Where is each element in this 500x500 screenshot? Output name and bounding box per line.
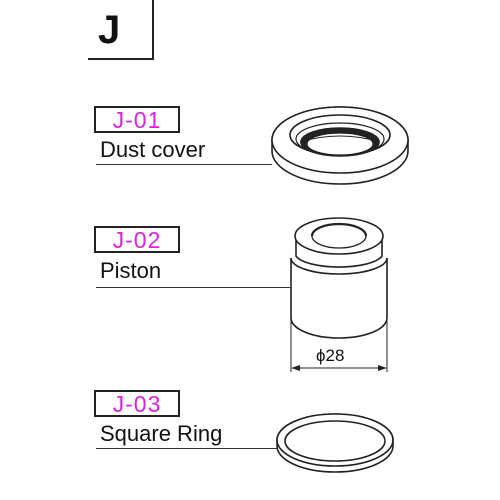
- part-code-j03: J-03: [94, 390, 180, 417]
- part-code-j02: J-02: [94, 226, 180, 253]
- part-name-j03: Square Ring: [100, 421, 223, 446]
- dust-cover-drawing: [271, 106, 409, 185]
- section-letter: J: [98, 8, 121, 52]
- leader-line-j02: [96, 287, 290, 288]
- leader-line-j03: [96, 448, 282, 449]
- leader-line-j01: [96, 164, 272, 165]
- section-header-box: [88, 0, 154, 60]
- piston-diameter-dimension: ϕ28: [316, 346, 345, 365]
- part-code-j01: J-01: [94, 106, 180, 133]
- piston-drawing: [290, 217, 388, 372]
- square-ring-drawing: [276, 413, 394, 473]
- part-name-j01: Dust cover: [100, 137, 206, 162]
- part-name-j02: Piston: [100, 258, 162, 283]
